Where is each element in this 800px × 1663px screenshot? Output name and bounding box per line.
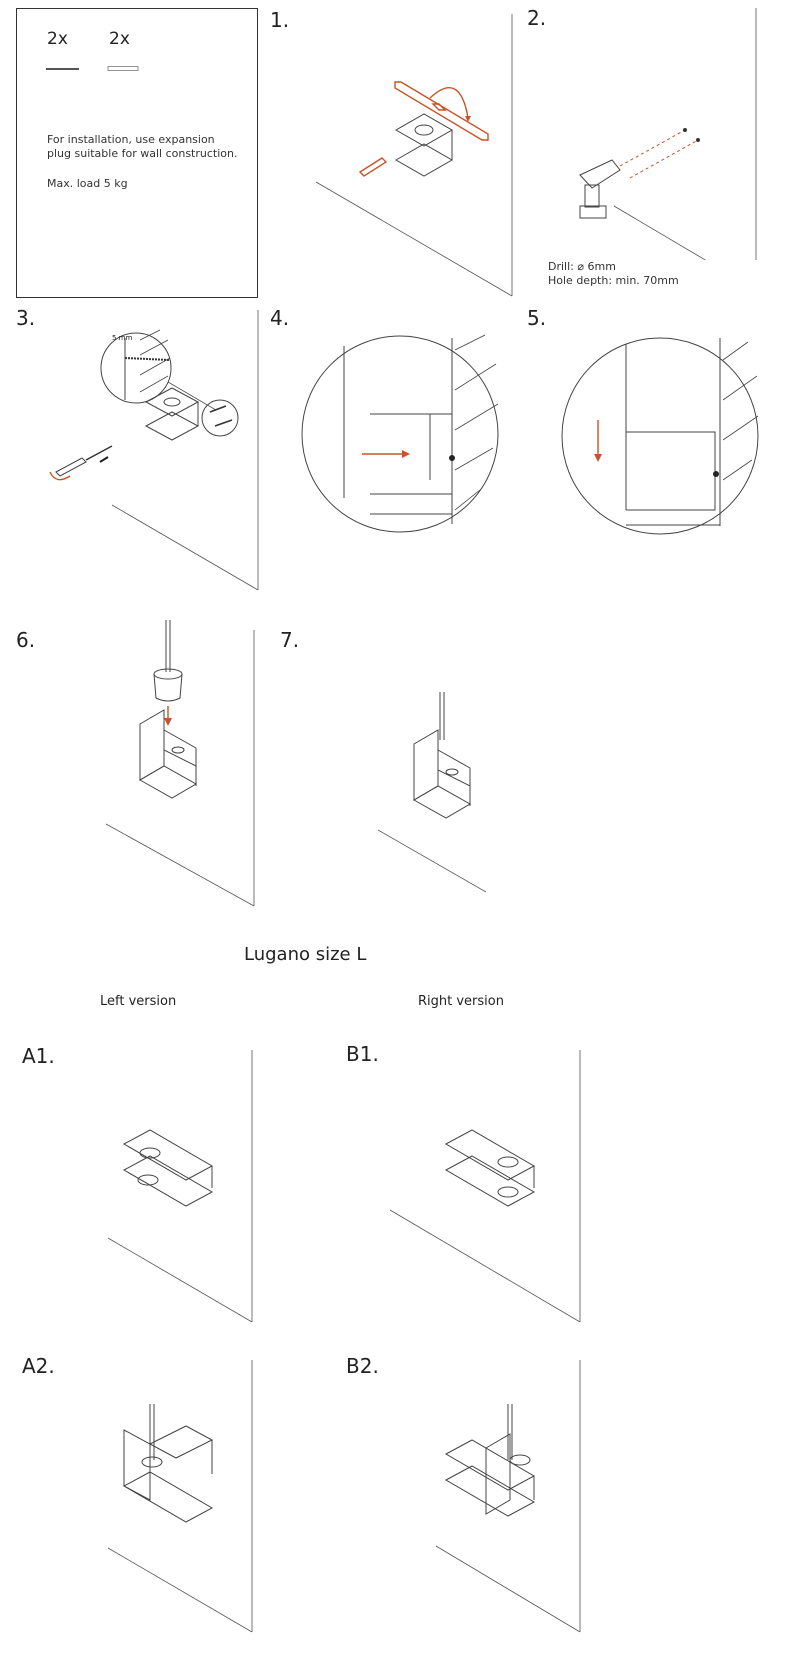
- drill-spec: Drill: ⌀ 6mm Hole depth: min. 70mm: [548, 260, 679, 288]
- pencil-icon: [358, 157, 388, 177]
- variant-b1-illustration: [389, 1050, 581, 1323]
- screw-icon: [46, 68, 79, 70]
- step-4-label: 4.: [270, 306, 290, 330]
- plug-qty: 2x: [109, 29, 130, 49]
- holder-bracket-icon: [394, 113, 454, 177]
- step-7-illustration: [377, 692, 487, 893]
- step-6-illustration: [105, 620, 255, 907]
- step-1-illustration: [315, 14, 513, 297]
- hole-depth-text: Hole depth: min. 70mm: [548, 274, 679, 287]
- step-3-label: 3.: [16, 306, 36, 330]
- variant-b1-label: B1.: [346, 1042, 379, 1066]
- step-3-illustration: [49, 310, 259, 591]
- step-7-label: 7.: [280, 628, 300, 652]
- right-version-heading: Right version: [418, 994, 504, 1009]
- step-5-illustration: [561, 337, 759, 535]
- spirit-level-icon: [394, 81, 489, 141]
- step-5-label: 5.: [527, 306, 547, 330]
- step-2-illustration: [579, 8, 757, 260]
- max-load-text: Max. load 5 kg: [47, 177, 128, 190]
- variant-a2-label: A2.: [22, 1354, 55, 1378]
- variant-b2-illustration: [435, 1360, 581, 1633]
- variant-a2-illustration: [107, 1360, 253, 1633]
- screw-qty: 2x: [47, 29, 68, 49]
- screws-detail-magnifier: [201, 399, 239, 437]
- screwdriver-icon: [55, 445, 113, 477]
- holder-mounted-icon: [138, 709, 198, 799]
- variant-a1-illustration: [107, 1050, 253, 1323]
- step-2-label: 2.: [527, 6, 547, 30]
- screw-detail-magnifier: [100, 329, 172, 404]
- detail-measure-label: 5 mm: [112, 334, 133, 342]
- variant-b2-label: B2.: [346, 1354, 379, 1378]
- variant-a1-label: A1.: [22, 1044, 55, 1068]
- step-6-label: 6.: [16, 628, 36, 652]
- instructions-box: 2x 2x For installation, use expansion pl…: [16, 8, 258, 298]
- size-title: Lugano size L: [244, 944, 367, 965]
- installation-note-line1: For installation, use expansion: [47, 133, 215, 146]
- installation-note-line2: plug suitable for wall construction.: [47, 147, 238, 160]
- step-1-label: 1.: [270, 8, 290, 32]
- left-version-heading: Left version: [100, 994, 177, 1009]
- step-4-illustration: [301, 334, 499, 533]
- drill-icon: [579, 159, 621, 219]
- drill-diameter-text: Drill: ⌀ 6mm: [548, 260, 616, 273]
- wall-plug-icon: [107, 66, 139, 71]
- toilet-brush-icon: [153, 620, 183, 702]
